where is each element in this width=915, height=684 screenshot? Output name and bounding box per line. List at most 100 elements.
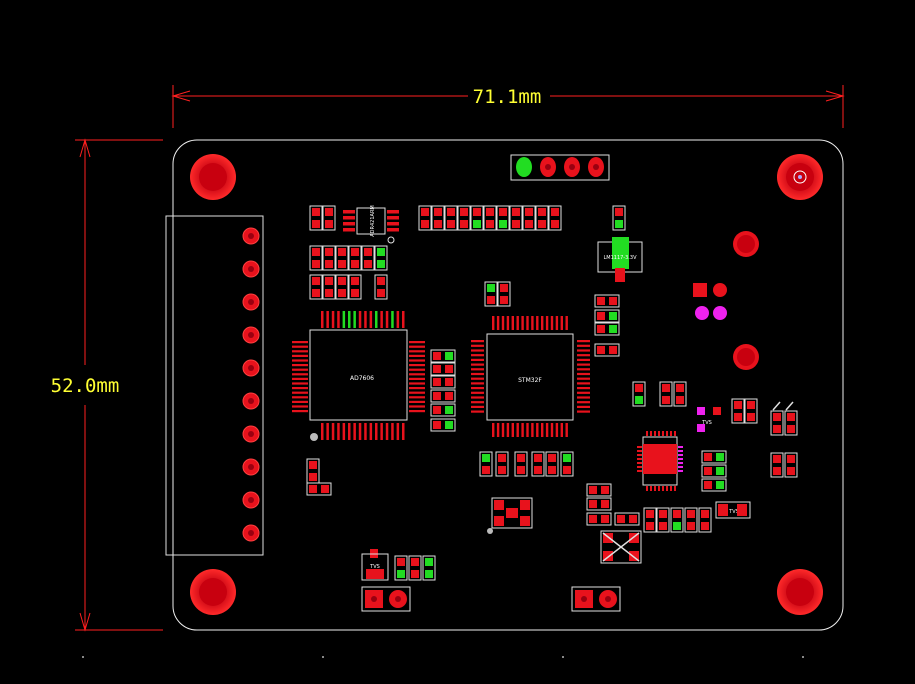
ic-pin [471, 401, 484, 404]
header-2pin-bottom-left [361, 586, 411, 612]
ic-pin [555, 316, 559, 330]
passive-pad [411, 558, 419, 566]
tvs-pad [737, 504, 747, 516]
header-4pin-top [510, 154, 610, 181]
passive-pad [433, 406, 441, 414]
ic-pin [409, 341, 425, 344]
ic-pin [348, 423, 351, 440]
passive-outline [306, 482, 332, 496]
ic-pin [560, 316, 563, 330]
ic-pin [577, 372, 590, 376]
passive-pad [447, 208, 455, 216]
led-arrow [785, 401, 794, 411]
ic-pin [650, 486, 652, 491]
ic-pin [496, 316, 500, 330]
passive-pad [512, 208, 520, 216]
ic-pin [409, 382, 425, 385]
silk-cross [602, 532, 640, 562]
passive-pad [377, 277, 385, 285]
passive-pad [704, 467, 712, 475]
passive-pad [351, 277, 359, 285]
passive-outline [374, 274, 388, 300]
passive-pad [325, 260, 333, 268]
passive-pad [487, 296, 495, 304]
passive-outline [531, 451, 545, 477]
passive-outline [309, 274, 323, 300]
tvs-labels: TVS TVS TVS [369, 420, 739, 570]
ic-pin [369, 423, 373, 440]
ic-pin [670, 431, 672, 436]
passive-outline [659, 381, 673, 407]
passive-pad [609, 325, 617, 333]
ic-pin [292, 410, 308, 413]
passive-outline [744, 398, 758, 424]
ic-pin [409, 396, 425, 399]
ic-pin [637, 458, 642, 460]
mcu-label: STM32F [518, 377, 542, 384]
passive-pad [377, 289, 385, 297]
ic-pin [577, 354, 590, 357]
passive-pad [445, 378, 453, 386]
passive-outline [673, 381, 687, 407]
passive-pad [701, 522, 709, 530]
passive-pad [421, 208, 429, 216]
passive-outline [586, 497, 612, 511]
ic-pin [292, 368, 308, 371]
passive-pad [716, 467, 724, 475]
ic-pin [471, 396, 484, 399]
ic-pin [516, 316, 519, 330]
ic-pin [292, 341, 308, 344]
passive-pad [338, 289, 346, 297]
passive-pad [659, 510, 667, 518]
ic-pin [471, 363, 484, 366]
ic-pin [471, 354, 484, 357]
passive-pad [433, 421, 441, 429]
passive-outline [430, 403, 456, 417]
passive-outline [586, 483, 612, 497]
ic-pin [321, 423, 324, 440]
passive-pad [309, 485, 317, 493]
passive-outline [670, 507, 684, 533]
tvs-label-1: TVS [369, 564, 380, 570]
ic-pin [402, 311, 405, 328]
ic-pin [396, 311, 400, 328]
passive-outline [422, 555, 436, 581]
passive-pad [312, 208, 320, 216]
ic-pin [375, 311, 378, 328]
ic-pin [577, 410, 590, 413]
passive-pad [473, 220, 481, 228]
ic-pin [577, 368, 590, 371]
passive-pad [421, 220, 429, 228]
passive-outline [374, 245, 388, 271]
passive-pad [773, 455, 781, 463]
passive-outline [684, 507, 698, 533]
passive-pad [597, 325, 605, 333]
passive-pad [551, 208, 559, 216]
ic-pin [471, 382, 484, 385]
passive-pad [629, 515, 637, 523]
passive-pad [615, 220, 623, 228]
passive-outline [509, 205, 523, 231]
passive-outline [545, 451, 559, 477]
passive-outline [614, 512, 640, 526]
tvs-label-3: TVS [728, 509, 739, 515]
ic-pin [292, 364, 308, 367]
ic-pin [292, 350, 308, 353]
ic-pin [471, 410, 484, 413]
ic-pin [654, 431, 656, 436]
passive-outline [594, 343, 620, 357]
ic-pin [577, 387, 590, 390]
passive-pad [338, 260, 346, 268]
ic-pin [541, 316, 544, 330]
passive-pad [548, 454, 556, 462]
ic-pin [550, 316, 554, 330]
ic-pin [409, 368, 425, 371]
ic-pin [343, 210, 355, 214]
passive-pad [747, 401, 755, 409]
crystal-pad [520, 500, 530, 510]
ic-pin [471, 387, 484, 390]
tvs-pad [697, 424, 705, 432]
passive-pad [325, 277, 333, 285]
passive-pad [460, 220, 468, 228]
ic-mcu-qfp: STM32F [486, 333, 574, 421]
